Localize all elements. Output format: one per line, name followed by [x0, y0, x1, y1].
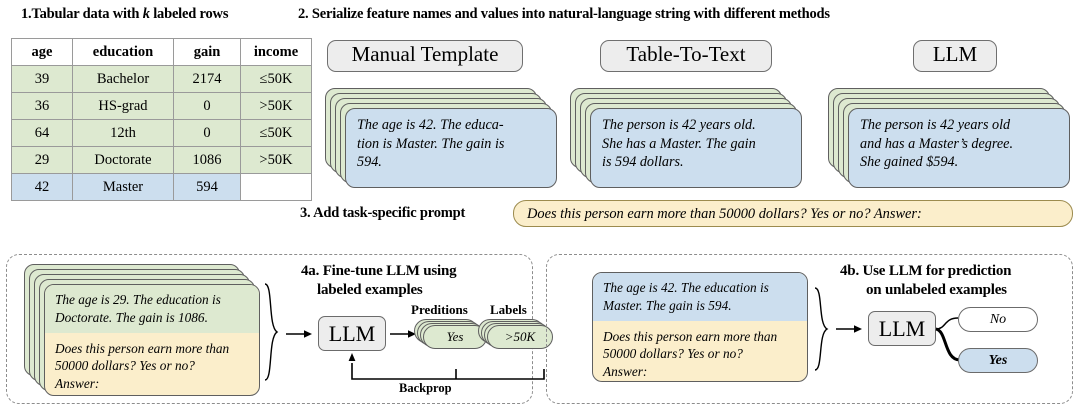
example-line-1: The age is 42. The education is [603, 280, 769, 295]
step-2-heading: 2. Serialize feature names and values in… [298, 6, 830, 22]
column-header-education: education [72, 38, 174, 66]
step-4b-heading-line2: on unlabeled examples [866, 282, 1007, 298]
inference-example-card: The age is 42. The education is Master. … [592, 272, 808, 382]
step-1-text-a: Tabular data with [31, 6, 143, 22]
predictions-label: Preditions [411, 302, 468, 317]
example-line-2: Doctorate. The gain is 1086. [55, 309, 208, 325]
inference-example-serialized: The age is 42. The education is Master. … [593, 273, 807, 321]
table-row: 29 Doctorate 1086 >50K [11, 146, 312, 174]
prompt-line-2: 50000 dollars? Yes or no? [55, 358, 195, 374]
serialized-line-3: She gained $594. [860, 154, 959, 171]
step-1-number: 1. [21, 6, 32, 22]
method-label-manual-template: Manual Template [327, 40, 523, 72]
cell-education: 12th [72, 119, 174, 147]
prompt-line-1: Does this person earn more than [603, 328, 778, 344]
step-1-k-symbol: k [142, 6, 150, 22]
cell-gain: 0 [173, 119, 241, 147]
serialized-line-2: She has a Master. The gain [602, 135, 756, 152]
column-header-income: income [240, 38, 312, 66]
serialized-line-1: The person is 42 years old [860, 117, 1011, 133]
cell-income: ≤50K [240, 65, 312, 93]
labels-label: Labels [490, 302, 527, 317]
cell-income: >50K [240, 146, 312, 174]
prompt-line-3: Answer: [55, 376, 100, 392]
example-line-2: Master. The gain is 594. [603, 297, 732, 313]
finetune-example-card: The age is 29. The education is Doctorat… [44, 284, 260, 396]
method-label-llm: LLM [913, 40, 997, 72]
finetune-example-prompt: Does this person earn more than 50000 do… [45, 333, 259, 395]
cell-gain: 594 [173, 173, 241, 201]
serialized-line-2: and has a Master’s degree. [860, 135, 1014, 152]
step-4a-heading-line1: 4a. Fine-tune LLM using [301, 263, 457, 279]
finetune-example-stack: The age is 29. The education is Doctorat… [24, 264, 260, 396]
prompt-line-1: Does this person earn more than [55, 340, 230, 356]
prediction-pill: Yes [423, 325, 487, 349]
backprop-wiring [348, 349, 548, 396]
serialized-stack-llm: The person is 42 years old and has a Mas… [828, 88, 1070, 188]
table-row: 39 Bachelor 2174 ≤50K [11, 65, 312, 93]
cell-gain: 2174 [173, 65, 241, 93]
serialized-card-table-to-text: The person is 42 years old. She has a Ma… [590, 108, 802, 188]
prompt-line-3: Answer: [603, 364, 648, 380]
arrow-brace-to-llm [286, 327, 314, 346]
serialized-line-3: is 594 dollars. [602, 154, 684, 171]
cell-education: HS-grad [72, 92, 174, 120]
finetune-example-serialized: The age is 29. The education is Doctorat… [45, 285, 259, 333]
method-label-table-to-text: Table-To-Text [600, 40, 772, 72]
cell-age: 29 [11, 146, 73, 174]
cell-income: ≤50K [240, 119, 312, 147]
example-line-1: The age is 29. The education is [55, 292, 221, 307]
cell-age: 42 [11, 173, 73, 201]
inference-example-prompt: Does this person earn more than 50000 do… [593, 321, 807, 381]
serialized-line-1: The age is 42. The educa- [357, 117, 504, 133]
table-header-row: age education gain income [11, 38, 312, 66]
step-3-heading: 3. Add task-specific prompt [300, 205, 466, 221]
table-row-unlabeled: 42 Master 594 [11, 173, 312, 201]
task-prompt-capsule: Does this person earn more than 50000 do… [513, 200, 1073, 227]
prompt-line-2: 50000 dollars? Yes or no? [603, 346, 743, 362]
table-row: 36 HS-grad 0 >50K [11, 92, 312, 120]
cell-gain: 0 [173, 92, 241, 120]
cell-income: >50K [240, 92, 312, 120]
finetune-brace [262, 282, 282, 387]
cell-age: 64 [11, 119, 73, 147]
serialized-stack-table-to-text: The person is 42 years old. She has a Ma… [570, 88, 802, 188]
cell-education: Master [72, 173, 174, 201]
panel-inference [546, 254, 1073, 404]
labels-pill-stack: >50K [478, 319, 556, 349]
serialized-line-2: tion is Master. The gain is [357, 135, 505, 152]
answer-option-yes[interactable]: Yes [958, 348, 1038, 373]
llm-branch-connectors [935, 312, 976, 379]
answer-option-no[interactable]: No [958, 307, 1038, 332]
inference-llm-box: LLM [868, 311, 936, 346]
arrow-llm-to-predictions [390, 327, 418, 346]
backprop-label: Backprop [399, 381, 452, 395]
tabular-data-table: age education gain income 39 Bachelor 21… [11, 38, 312, 201]
column-header-age: age [11, 38, 73, 66]
step-1-text-b: labeled rows [149, 6, 229, 22]
cell-education: Doctorate [72, 146, 174, 174]
cell-gain: 1086 [173, 146, 241, 174]
cell-age: 36 [11, 92, 73, 120]
serialized-card-manual-template: The age is 42. The educa- tion is Master… [345, 108, 557, 188]
finetune-llm-box: LLM [318, 316, 386, 351]
label-pill: >50K [487, 325, 553, 349]
serialized-stack-manual-template: The age is 42. The educa- tion is Master… [325, 88, 557, 188]
serialized-line-3: 594. [357, 154, 382, 171]
serialized-line-1: The person is 42 years old. [602, 117, 756, 133]
predictions-pill-stack: Yes [414, 319, 490, 349]
step-4b-heading-line1: 4b. Use LLM for prediction [840, 263, 1012, 279]
cell-education: Bachelor [72, 65, 174, 93]
inference-brace [812, 286, 832, 377]
step-1-heading: 1.Tabular data with k labeled rows [21, 6, 228, 23]
step-4a-heading-line2: labeled examples [317, 282, 423, 298]
cell-age: 39 [11, 65, 73, 93]
serialized-card-llm: The person is 42 years old and has a Mas… [848, 108, 1070, 188]
table-row: 64 12th 0 ≤50K [11, 119, 312, 147]
cell-income-empty [240, 173, 312, 201]
tabular-data-table-wrap: age education gain income 39 Bachelor 21… [11, 38, 312, 201]
arrow-brace-to-llm-inference [836, 322, 864, 341]
column-header-gain: gain [173, 38, 241, 66]
